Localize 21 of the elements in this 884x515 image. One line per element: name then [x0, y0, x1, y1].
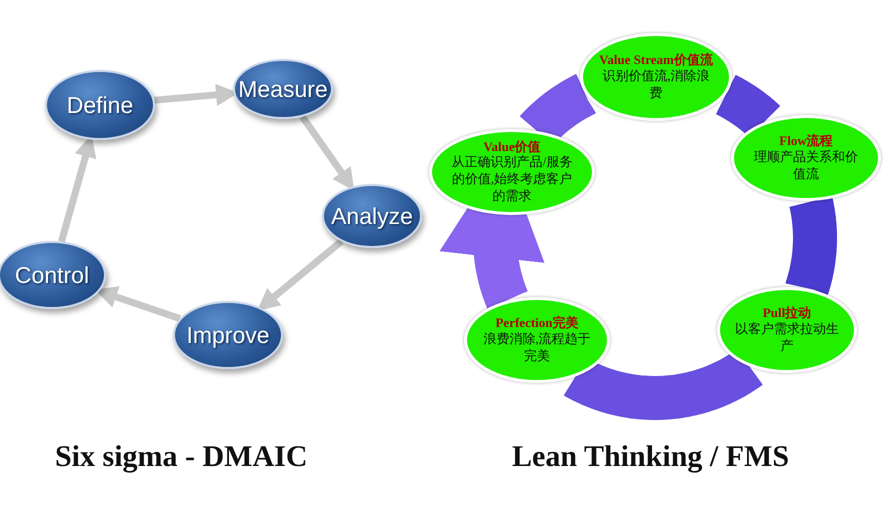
node-title: Value Stream价值流 — [599, 52, 713, 68]
node-title: Pull拉动 — [762, 305, 812, 321]
node-description: 浪费消除,流程趋于完美 — [482, 330, 592, 365]
node-description: 从正确识别产品/服务的价值,始终考虑客户的需求 — [450, 154, 574, 206]
step-ellipse — [322, 184, 422, 248]
node-title: Measure — [238, 76, 328, 102]
node-title: Value价值 — [483, 138, 541, 154]
step-ellipse — [0, 241, 106, 309]
node-description: 识别价值流,消除浪费 — [601, 68, 711, 102]
node-title: Flow流程 — [779, 133, 833, 149]
node-description: 以客户需求拉动生产 — [734, 320, 840, 355]
arrow — [257, 238, 344, 311]
node-title: Perfection完美 — [495, 315, 579, 331]
section-caption: Lean Thinking / FMS — [512, 440, 790, 474]
node-title: Define — [66, 92, 134, 118]
node-title: Improve — [186, 322, 270, 348]
node-title: Control — [14, 262, 90, 288]
step-ellipse — [173, 301, 283, 369]
node-description: 理顺产品关系和价值流 — [753, 148, 859, 183]
node-title: Analyze — [331, 202, 413, 230]
section-caption: Six sigma - DMAIC — [55, 440, 308, 474]
